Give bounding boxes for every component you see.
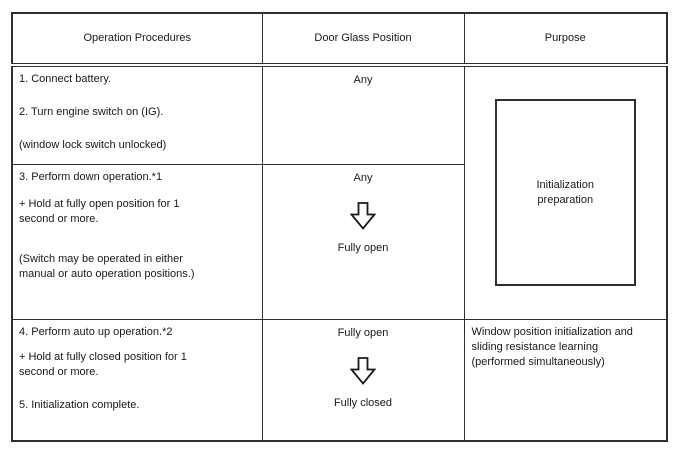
- door-glass-position-cell: Fully open Fully closed: [261, 318, 465, 442]
- table-row-step-3: 3. Perform down operation.*1 + Hold at f…: [11, 163, 667, 320]
- procedure-step: + Hold at fully open position for 1 seco…: [19, 197, 180, 225]
- purpose-text: Window position initialization and slidi…: [471, 325, 633, 368]
- position-start: Fully open: [337, 326, 389, 339]
- procedure-note: (window lock switch unlocked): [19, 139, 167, 151]
- position-value: Any: [353, 74, 373, 86]
- procedure-step: 1. Connect battery.: [19, 73, 112, 85]
- purpose-label: Initialization preparation: [536, 178, 594, 206]
- initialization-preparation-box: Initialization preparation: [494, 99, 636, 287]
- column-header-door-glass-position: Door Glass Position: [261, 12, 465, 67]
- procedure-step: 3. Perform down operation.*1: [19, 170, 163, 183]
- position-end: Fully closed: [333, 396, 393, 409]
- table-row-step-4-5: 4. Perform auto up operation.*2 + Hold a…: [11, 318, 668, 442]
- initialization-procedure-sheet: Operation Procedures Door Glass Position…: [11, 12, 668, 442]
- column-header-operation-procedures: Operation Procedures: [11, 12, 263, 67]
- procedure-note: (Switch may be operated in either manual…: [19, 252, 195, 280]
- down-arrow-icon: [349, 356, 377, 385]
- position-start: Any: [353, 171, 373, 184]
- procedures-cell-step-3: 3. Perform down operation.*1 + Hold at f…: [11, 163, 263, 320]
- column-header-purpose: Purpose: [463, 12, 668, 67]
- procedure-step: 4. Perform auto up operation.*2: [19, 325, 173, 338]
- header-row: Operation Procedures Door Glass Position…: [11, 12, 668, 67]
- door-glass-position-cell: Any Fully open: [261, 163, 465, 320]
- purpose-cell-initialization-preparation: Initialization preparation: [463, 64, 668, 320]
- down-arrow-icon: [349, 201, 377, 230]
- table-row-step-1-2: 1. Connect battery. 2. Turn engine switc…: [11, 64, 668, 320]
- procedures-cell-step-4-5: 4. Perform auto up operation.*2 + Hold a…: [11, 318, 263, 442]
- procedures-cell-step-1-2: 1. Connect battery. 2. Turn engine switc…: [11, 64, 263, 165]
- procedure-step: + Hold at fully closed position for 1 se…: [19, 350, 187, 378]
- position-end: Fully open: [337, 241, 389, 254]
- door-glass-position-cell: Any: [261, 64, 465, 165]
- procedure-step: 2. Turn engine switch on (IG).: [19, 106, 164, 118]
- purpose-cell-window-position-initialization: Window position initialization and slidi…: [463, 318, 668, 442]
- procedure-step: 5. Initialization complete.: [19, 398, 140, 411]
- initialization-procedure-table: Operation Procedures Door Glass Position…: [11, 12, 668, 442]
